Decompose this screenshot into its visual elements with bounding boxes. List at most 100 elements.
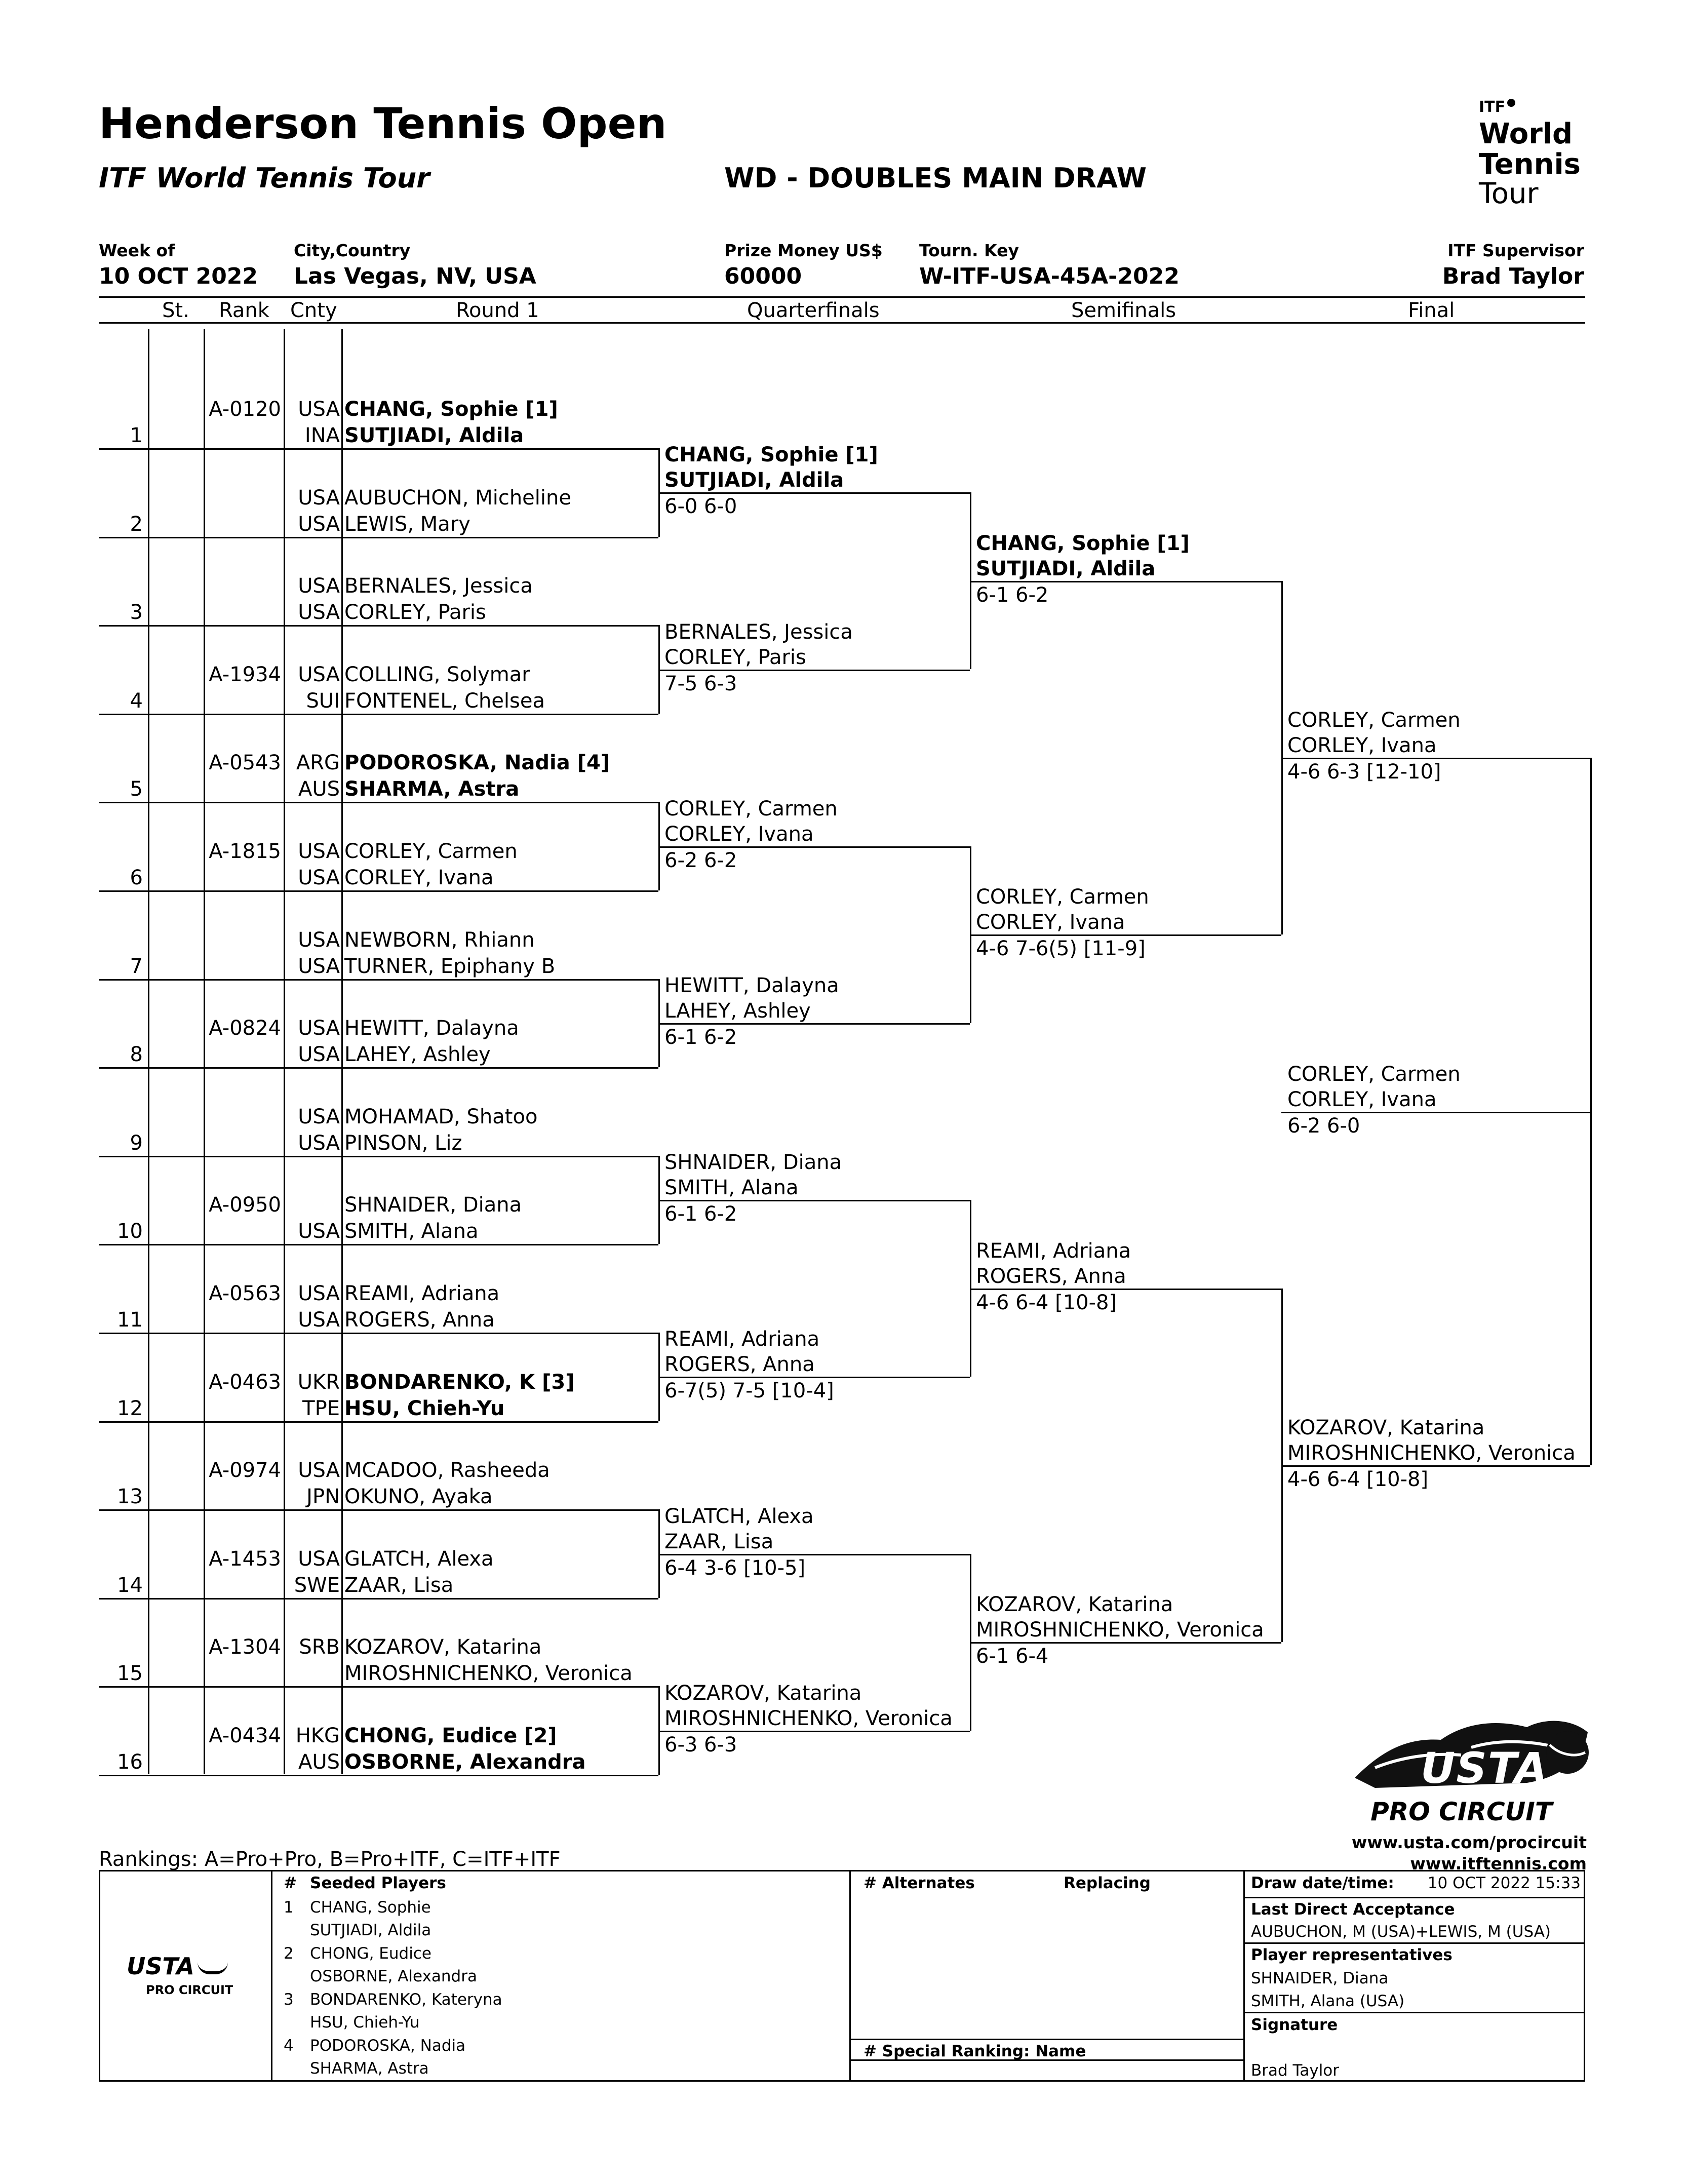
sf-player2[interactable]: SUTJIADI, Aldila — [976, 557, 1156, 580]
final-player1[interactable]: KOZAROV, Katarina — [1287, 1416, 1485, 1439]
player1-name[interactable]: MCADOO, Rasheeda — [344, 1459, 550, 1483]
final-player2[interactable]: CORLEY, Ivana — [1287, 734, 1437, 758]
player2-country: AUS — [298, 777, 340, 801]
qf-player2[interactable]: CORLEY, Ivana — [664, 822, 814, 846]
qf-player1[interactable]: BERNALES, Jessica — [664, 620, 853, 644]
player2-name[interactable]: CORLEY, Paris — [344, 601, 486, 625]
seed-player2: OSBORNE, Alexandra — [310, 1967, 477, 1985]
qf-player2[interactable]: SMITH, Alana — [664, 1176, 799, 1200]
player1-name[interactable]: PODOROSKA, Nadia [4] — [344, 751, 610, 775]
sf-player2[interactable]: CORLEY, Ivana — [976, 911, 1125, 934]
sf-player1[interactable]: CORLEY, Carmen — [976, 885, 1149, 909]
player2-name[interactable]: LEWIS, Mary — [344, 512, 470, 536]
lda-label: Last Direct Acceptance — [1251, 1900, 1455, 1919]
itf-logo-line3: Tennis — [1479, 148, 1581, 181]
draw-position: 3 — [130, 601, 143, 625]
draw-type: WD - DOUBLES MAIN DRAW — [724, 162, 1147, 194]
qf-player1[interactable]: GLATCH, Alexa — [664, 1504, 814, 1528]
col-round1: Round 1 — [456, 299, 539, 322]
player1-name[interactable]: SHNAIDER, Diana — [344, 1193, 522, 1217]
draw-position: 8 — [130, 1043, 143, 1067]
usta-pro-circuit-logo: USTA PRO CIRCUIT — [1345, 1717, 1593, 1834]
champion-player1[interactable]: CORLEY, Carmen — [1287, 1062, 1461, 1086]
draw-position: 11 — [117, 1308, 143, 1332]
draw-position: 1 — [130, 424, 143, 447]
player1-name[interactable]: CHANG, Sophie [1] — [344, 398, 558, 421]
seed-player2: SUTJIADI, Aldila — [310, 1921, 431, 1939]
player2-name[interactable]: ZAAR, Lisa — [344, 1573, 454, 1597]
player2-name[interactable]: CORLEY, Ivana — [344, 866, 494, 889]
entry-rank: A-1453 — [209, 1547, 281, 1571]
qf-player1[interactable]: SHNAIDER, Diana — [664, 1151, 842, 1175]
player1-name[interactable]: BERNALES, Jessica — [344, 574, 533, 598]
qf-player1[interactable]: REAMI, Adriana — [664, 1328, 820, 1351]
sf-player1[interactable]: KOZAROV, Katarina — [976, 1593, 1173, 1617]
col-semifinals: Semifinals — [1071, 299, 1176, 322]
tour-subtitle: ITF World Tennis Tour — [99, 162, 430, 194]
seed-player1: CHANG, Sophie — [310, 1898, 431, 1917]
player2-name[interactable]: OKUNO, Ayaka — [344, 1485, 493, 1509]
player2-name[interactable]: LAHEY, Ashley — [344, 1043, 491, 1067]
player1-name[interactable]: CHONG, Eudice [2] — [344, 1724, 557, 1747]
seed-player2: SHARMA, Astra — [310, 2059, 429, 2078]
qf-player1[interactable]: CHANG, Sophie [1] — [664, 443, 878, 467]
qf-score: 6-2 6-2 — [664, 848, 737, 872]
player1-name[interactable]: CORLEY, Carmen — [344, 840, 518, 863]
qf-player2[interactable]: MIROSHNICHENKO, Veronica — [664, 1706, 953, 1730]
sf-player2[interactable]: MIROSHNICHENKO, Veronica — [976, 1618, 1264, 1642]
final-player1[interactable]: CORLEY, Carmen — [1287, 709, 1461, 732]
sf-player1[interactable]: REAMI, Adriana — [976, 1239, 1131, 1263]
tournament-title: Henderson Tennis Open — [99, 99, 667, 148]
player1-country: UKR — [297, 1370, 340, 1394]
player1-country: HKG — [295, 1724, 340, 1747]
qf-score: 6-0 6-0 — [664, 495, 737, 519]
player1-name[interactable]: REAMI, Adriana — [344, 1282, 500, 1305]
player2-name[interactable]: TURNER, Epiphany B — [344, 954, 556, 978]
qf-player1[interactable]: HEWITT, Dalayna — [664, 973, 839, 997]
entry-rank: A-1934 — [209, 662, 281, 686]
itf-logo-line4: Tour — [1479, 177, 1539, 210]
player2-name[interactable]: SUTJIADI, Aldila — [344, 424, 524, 447]
sf-player2[interactable]: ROGERS, Anna — [976, 1264, 1126, 1288]
player1-name[interactable]: AUBUCHON, Micheline — [344, 486, 571, 510]
week-label: Week of — [99, 241, 175, 260]
entry-rank: A-0950 — [209, 1193, 281, 1217]
qf-player2[interactable]: ZAAR, Lisa — [664, 1530, 774, 1553]
champion-player2[interactable]: CORLEY, Ivana — [1287, 1087, 1437, 1111]
player2-name[interactable]: HSU, Chieh-Yu — [344, 1396, 505, 1420]
final-player2[interactable]: MIROSHNICHENKO, Veronica — [1287, 1441, 1576, 1465]
qf-player1[interactable]: CORLEY, Carmen — [664, 797, 838, 821]
player2-country: SWE — [294, 1573, 340, 1597]
draw-position: 12 — [117, 1396, 143, 1420]
qf-score: 6-1 6-2 — [664, 1025, 737, 1049]
seed-player1: BONDARENKO, Kateryna — [310, 1991, 502, 2009]
player1-name[interactable]: BONDARENKO, K [3] — [344, 1370, 575, 1394]
player2-name[interactable]: OSBORNE, Alexandra — [344, 1750, 586, 1774]
player2-name[interactable]: SMITH, Alana — [344, 1220, 479, 1243]
player2-name[interactable]: PINSON, Liz — [344, 1131, 462, 1155]
col-final: Final — [1408, 299, 1455, 322]
col-quarterfinals: Quarterfinals — [747, 299, 880, 322]
prize-value: 60000 — [724, 263, 802, 289]
qf-player2[interactable]: ROGERS, Anna — [664, 1353, 815, 1377]
qf-player1[interactable]: KOZAROV, Katarina — [664, 1681, 862, 1705]
player1-name[interactable]: COLLING, Solymar — [344, 662, 530, 686]
footer-table — [99, 1870, 1585, 2082]
qf-player2[interactable]: LAHEY, Ashley — [664, 999, 811, 1023]
player2-name[interactable]: MIROSHNICHENKO, Veronica — [344, 1662, 633, 1686]
player2-name[interactable]: ROGERS, Anna — [344, 1308, 495, 1332]
sf-player1[interactable]: CHANG, Sophie [1] — [976, 531, 1190, 555]
entry-rank: A-0563 — [209, 1282, 281, 1305]
qf-player2[interactable]: CORLEY, Paris — [664, 645, 806, 669]
player1-name[interactable]: KOZAROV, Katarina — [344, 1635, 542, 1659]
qf-player2[interactable]: SUTJIADI, Aldila — [664, 469, 844, 492]
player1-name[interactable]: MOHAMAD, Shatoo — [344, 1105, 538, 1128]
player1-name[interactable]: GLATCH, Alexa — [344, 1547, 494, 1571]
player1-name[interactable]: HEWITT, Dalayna — [344, 1017, 519, 1040]
player1-name[interactable]: NEWBORN, Rhiann — [344, 928, 535, 952]
player2-name[interactable]: SHARMA, Astra — [344, 777, 520, 801]
player1-country: ARG — [296, 751, 340, 775]
usta-url[interactable]: www.usta.com/procircuit — [1351, 1832, 1587, 1852]
player2-name[interactable]: FONTENEL, Chelsea — [344, 689, 545, 713]
seeded-title: Seeded Players — [310, 1874, 446, 1892]
